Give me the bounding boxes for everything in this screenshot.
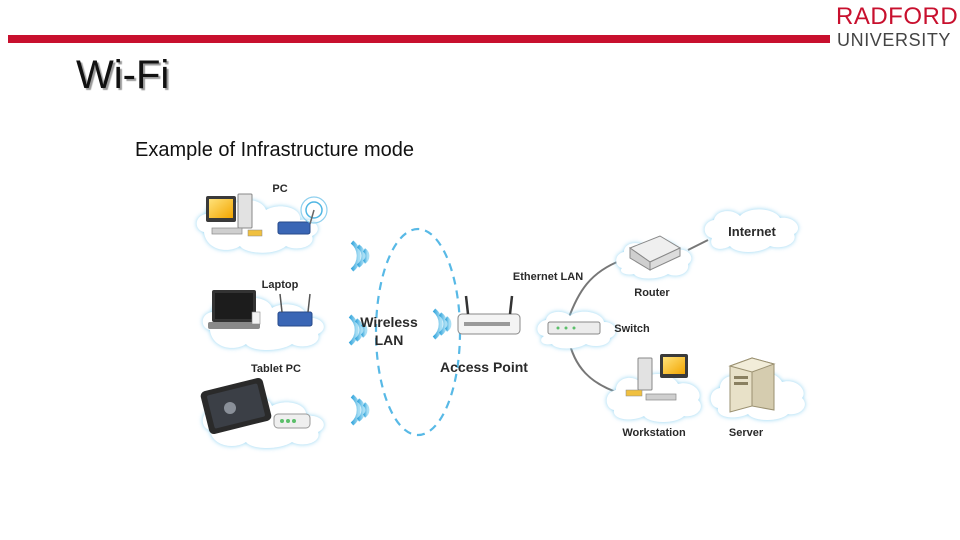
slide-title: Wi-Fi xyxy=(76,53,170,97)
pc-antenna-waves xyxy=(305,201,323,219)
tablet-screen xyxy=(207,383,265,429)
cloud-shape xyxy=(704,209,799,252)
router-device xyxy=(628,235,682,271)
laptop-wifi-router xyxy=(277,311,313,327)
pc-card xyxy=(247,229,263,237)
wave-icon-tablet xyxy=(350,394,370,426)
laptop-base xyxy=(208,322,260,329)
workstation-keyboard xyxy=(645,393,677,401)
wave-icon-access-point xyxy=(432,308,452,340)
label-laptop: Laptop xyxy=(262,279,299,291)
router-internet-link xyxy=(687,239,709,251)
slide-subtitle: Example of Infrastructure mode xyxy=(135,139,415,161)
wave-icon-pc xyxy=(350,240,370,272)
access-point-device xyxy=(457,295,521,335)
workstation-tower xyxy=(637,357,653,391)
header-rule xyxy=(8,35,830,43)
pc-wifi-adapter xyxy=(277,221,311,235)
logo-wordmark-top: RADFORD xyxy=(836,3,959,30)
label-wireless-line1: Wireless xyxy=(360,314,418,330)
infrastructure-diagram: PC Laptop Tablet PC xyxy=(196,183,805,448)
label-switch: Switch xyxy=(614,323,650,335)
label-server: Server xyxy=(729,427,764,439)
label-wireless-line2: LAN xyxy=(375,332,404,348)
internet-cloud xyxy=(704,209,799,252)
pc-device xyxy=(206,193,328,237)
label-workstation: Workstation xyxy=(622,427,686,439)
pc-tower xyxy=(237,193,253,229)
laptop-device xyxy=(208,290,313,329)
switch-router-link xyxy=(567,259,623,321)
pc-screen xyxy=(209,199,233,218)
workstation-device xyxy=(625,354,688,401)
label-access-point: Access Point xyxy=(440,359,528,375)
label-internet: Internet xyxy=(728,224,776,239)
tablet-device xyxy=(200,377,311,435)
pc-keyboard xyxy=(211,227,243,235)
label-pc: PC xyxy=(272,183,287,195)
wifi-waves xyxy=(348,240,452,426)
switch-device xyxy=(547,321,601,335)
radford-logo: RADFORD UNIVERSITY xyxy=(836,4,958,51)
server-device xyxy=(728,357,776,413)
wave-icon-laptop xyxy=(348,314,368,346)
label-ethernet: Ethernet LAN xyxy=(513,271,583,283)
label-tablet: Tablet PC xyxy=(251,363,301,375)
logo-wordmark-bottom: UNIVERSITY xyxy=(837,30,952,50)
laptop-screen xyxy=(215,293,253,319)
workstation-screen xyxy=(663,357,685,374)
laptop-card xyxy=(251,311,261,325)
label-router: Router xyxy=(634,287,670,299)
workstation-card xyxy=(625,389,643,397)
